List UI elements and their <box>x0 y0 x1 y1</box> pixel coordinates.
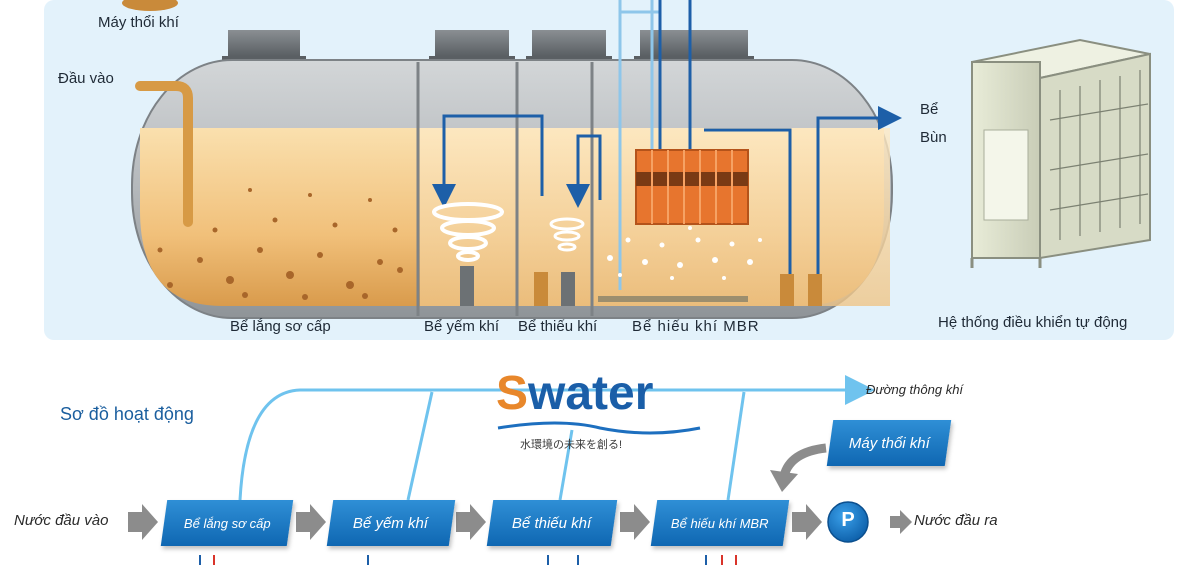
flow-arrows <box>128 504 822 540</box>
flow-title: Sơ đồ hoạt động <box>60 404 194 424</box>
pump-label: P <box>841 509 855 531</box>
label-inlet: Đầu vào <box>58 70 114 87</box>
label-primary-tank: Bể lắng sơ cấp <box>230 318 331 335</box>
air-line-label: Đường thông khí <box>866 382 964 397</box>
mixing-swirl-anoxic <box>549 217 585 252</box>
blower-arrow <box>779 443 827 478</box>
label-anoxic-tank: Bể thiếu khí <box>518 318 598 335</box>
air-line <box>238 375 875 501</box>
tank-pumps <box>460 266 822 306</box>
label-control-system: Hệ thống điều khiển tự động <box>938 314 1128 331</box>
brand-wave <box>497 421 701 435</box>
brand-logo-rest: water <box>528 367 654 420</box>
flow-step-label: Bể hiếu khí MBR <box>671 515 769 531</box>
flow-step-anoxic: Bể thiếu khí <box>486 500 618 546</box>
air-bubbles <box>607 226 762 280</box>
control-cabinet-icon <box>970 38 1151 268</box>
flow-step-label: Bể lắng sơ cấp <box>183 515 271 531</box>
flow-step-label: Bể yếm khí <box>353 514 429 532</box>
bottom-arrows <box>199 555 737 565</box>
recirculation-pipes <box>432 106 902 280</box>
inlet-pipe <box>135 81 193 227</box>
flow-step-primary: Bể lắng sơ cấp <box>160 500 294 546</box>
flow-step-anaerobic: Bể yếm khí <box>326 500 456 546</box>
flow-step-label: Bể thiếu khí <box>512 514 592 532</box>
tank-partitions <box>416 62 594 316</box>
brand-tagline: 水環境の未来を創る! <box>520 439 623 451</box>
blower-box: Máy thổi khí <box>826 420 952 466</box>
mixing-swirl-anaerobic <box>432 202 504 262</box>
label-mbr-tank: Bể hiếu khí MBR <box>632 318 760 335</box>
flow-step-mbr: Bể hiếu khí MBR <box>650 500 790 546</box>
brand-logo-s: S <box>496 367 529 420</box>
primary-sediment <box>157 188 403 300</box>
outlet-arrow <box>890 510 912 534</box>
label-blower: Máy thổi khí <box>98 14 179 31</box>
blower-icon <box>122 0 178 11</box>
blower-box-label: Máy thổi khí <box>848 434 930 452</box>
brand-logo: Swater <box>496 366 653 422</box>
pump-circle <box>827 501 869 543</box>
label-anaerobic-tank: Bể yếm khí <box>424 318 500 335</box>
outlet-water-label: Nước đầu ra <box>914 512 998 529</box>
mbr-module <box>635 149 749 225</box>
inlet-water-label: Nước đầu vào <box>14 512 109 529</box>
label-sludge-tank: Bể Bùn <box>920 101 947 146</box>
